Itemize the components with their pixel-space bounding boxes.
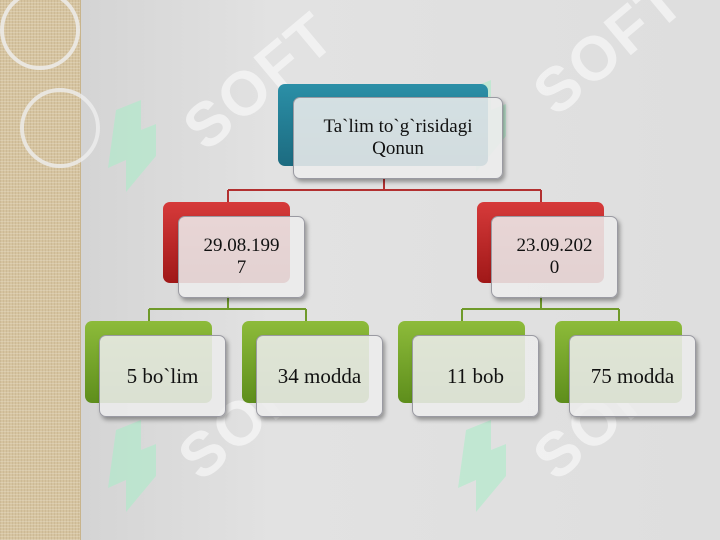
watermark-logo-icon bbox=[108, 420, 156, 512]
watermark-logo-icon bbox=[108, 100, 156, 192]
date-line: 0 bbox=[549, 257, 560, 278]
date-node-label: 23.09.202 0 bbox=[491, 216, 618, 298]
watermark-logo-icon bbox=[458, 420, 506, 512]
date-line: 7 bbox=[236, 257, 247, 278]
date-line: 23.09.202 bbox=[516, 235, 593, 257]
date-node-label: 29.08.199 7 bbox=[178, 216, 305, 298]
leaf-node-label: 11 bob bbox=[412, 335, 539, 417]
leaf-node-label: 34 modda bbox=[256, 335, 383, 417]
root-node-label: Ta`lim to`g`risidagi Qonun bbox=[293, 97, 503, 179]
leaf-node-label: 5 bo`lim bbox=[99, 335, 226, 417]
leaf-node-label: 75 modda bbox=[569, 335, 696, 417]
date-line: 29.08.199 bbox=[203, 235, 280, 257]
decorative-rings bbox=[0, 0, 100, 168]
